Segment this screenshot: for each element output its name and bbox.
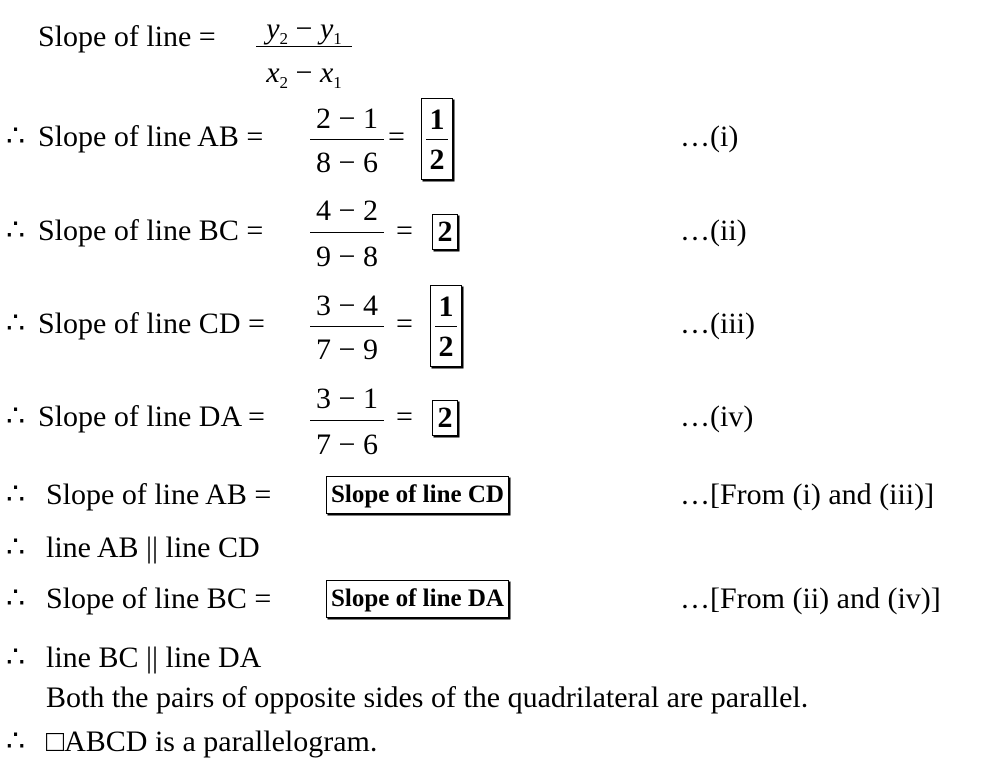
slope-bc-numerator: 4 − 2 bbox=[316, 194, 378, 227]
slope-bc-fraction: 4 − 2 9 − 8 bbox=[310, 196, 384, 272]
slope-da-numerator: 3 − 1 bbox=[316, 382, 378, 415]
ref-iv: …(iv) bbox=[680, 400, 754, 433]
equals-sign: = bbox=[396, 400, 413, 433]
slope-cd-result-denominator: 2 bbox=[438, 330, 454, 363]
therefore-symbol: ∴ bbox=[6, 214, 26, 247]
formula-label: Slope of line = bbox=[38, 20, 216, 53]
fraction-bar bbox=[310, 326, 384, 327]
eq1-box: Slope of line CD bbox=[326, 476, 509, 514]
slope-ab-numerator: 2 − 1 bbox=[316, 102, 378, 135]
fraction-bar bbox=[310, 139, 384, 140]
eq2-ref: …[From (ii) and (iv)] bbox=[680, 582, 941, 615]
final-text: □ABCD is a parallelogram. bbox=[46, 725, 378, 758]
slope-da-result-box: 2 bbox=[432, 400, 458, 436]
slope-ab-denominator: 8 − 6 bbox=[316, 146, 378, 179]
slope-bc-denominator: 9 − 8 bbox=[316, 240, 378, 273]
therefore-symbol: ∴ bbox=[6, 400, 26, 433]
equals-sign: = bbox=[388, 120, 405, 153]
ref-ii: …(ii) bbox=[680, 214, 747, 247]
slope-bc-label: Slope of line BC = bbox=[38, 214, 264, 247]
slope-bc-result-box: 2 bbox=[432, 214, 458, 250]
slope-da-label: Slope of line DA = bbox=[38, 400, 265, 433]
therefore-symbol: ∴ bbox=[6, 478, 26, 511]
formula-denominator: x2 − x1 bbox=[266, 56, 342, 92]
slope-ab-result-box: 1 2 bbox=[421, 98, 453, 180]
eq2-box: Slope of line DA bbox=[326, 580, 509, 618]
opposite-sides-statement: Both the pairs of opposite sides of the … bbox=[46, 681, 809, 714]
eq2-label: Slope of line BC = bbox=[46, 582, 272, 615]
parallel1-text: line AB || line CD bbox=[46, 531, 260, 564]
therefore-symbol: ∴ bbox=[6, 641, 26, 674]
fraction-bar bbox=[426, 139, 448, 140]
slope-da-fraction: 3 − 1 7 − 6 bbox=[310, 384, 384, 460]
slope-ab-label: Slope of line AB = bbox=[38, 120, 264, 153]
therefore-symbol: ∴ bbox=[6, 725, 26, 758]
therefore-symbol: ∴ bbox=[6, 307, 26, 340]
therefore-symbol: ∴ bbox=[6, 120, 26, 153]
slope-cd-result-numerator: 1 bbox=[438, 290, 454, 323]
slope-cd-numerator: 3 − 4 bbox=[316, 289, 378, 322]
slope-da-denominator: 7 − 6 bbox=[316, 428, 378, 461]
slope-cd-result-box: 1 2 bbox=[430, 285, 462, 367]
eq1-label: Slope of line AB = bbox=[46, 478, 272, 511]
ref-iii: …(iii) bbox=[680, 307, 755, 340]
fraction-bar bbox=[310, 232, 384, 233]
slope-ab-fraction: 2 − 1 8 − 6 bbox=[310, 104, 384, 180]
ref-i: …(i) bbox=[680, 120, 739, 153]
therefore-symbol: ∴ bbox=[6, 531, 26, 564]
formula-fraction: y2 − y1 x2 − x1 bbox=[256, 10, 352, 92]
therefore-symbol: ∴ bbox=[6, 582, 26, 615]
slope-da-result: 2 bbox=[437, 401, 453, 434]
fraction-bar bbox=[310, 420, 384, 421]
slope-ab-result-numerator: 1 bbox=[429, 103, 445, 136]
slope-cd-fraction: 3 − 4 7 − 9 bbox=[310, 291, 384, 367]
slope-bc-result: 2 bbox=[437, 215, 453, 248]
slope-cd-denominator: 7 − 9 bbox=[316, 333, 378, 366]
eq1-ref: …[From (i) and (iii)] bbox=[680, 478, 935, 511]
slope-cd-label: Slope of line CD = bbox=[38, 307, 265, 340]
fraction-bar bbox=[256, 46, 352, 47]
equals-sign: = bbox=[396, 214, 413, 247]
slope-ab-result-denominator: 2 bbox=[429, 143, 445, 176]
fraction-bar bbox=[435, 326, 457, 327]
formula-numerator: y2 − y1 bbox=[266, 12, 342, 48]
equals-sign: = bbox=[396, 307, 413, 340]
parallel2-text: line BC || line DA bbox=[46, 641, 262, 674]
